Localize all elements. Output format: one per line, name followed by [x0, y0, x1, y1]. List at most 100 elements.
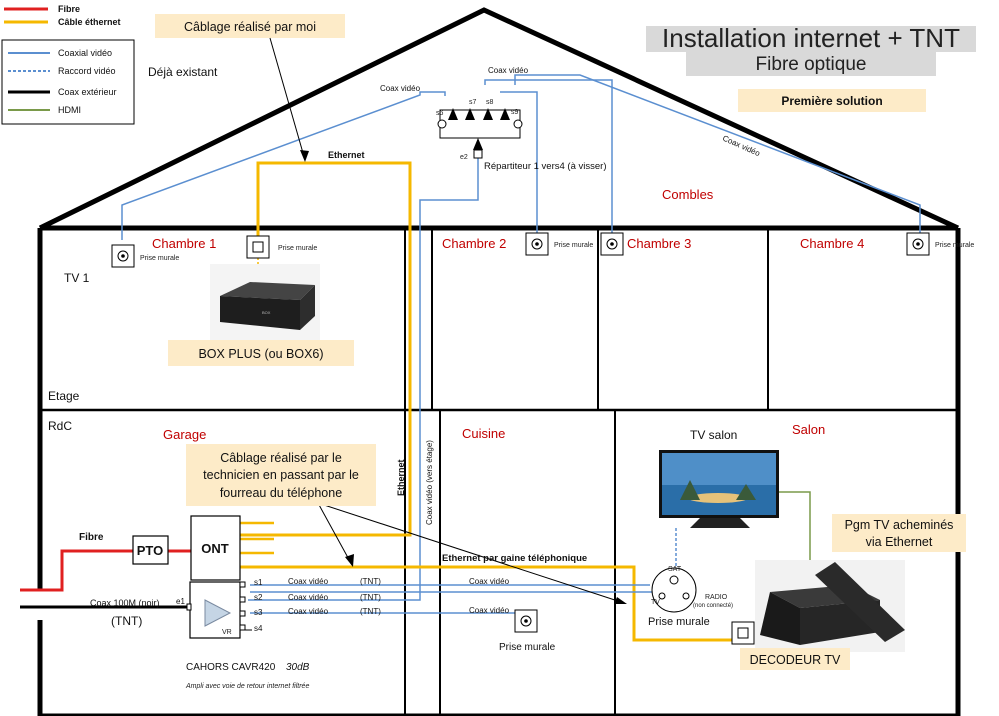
title-block: Installation internet + TNT Fibre optiqu… — [646, 23, 976, 112]
legend-fibre: Fibre — [58, 4, 80, 14]
room-chambre1: Chambre 1 — [152, 236, 216, 251]
svg-text:(TNT): (TNT) — [360, 607, 381, 616]
svg-text:Coax vidéo: Coax vidéo — [380, 84, 421, 93]
hdmi-cable — [778, 491, 811, 590]
prise-coax-cuisine: Prise murale — [499, 609, 556, 653]
svg-text:fourreau du téléphone: fourreau du téléphone — [220, 486, 342, 500]
svg-text:(TNT): (TNT) — [360, 593, 381, 602]
ampli-desc: Ampli avec voie de retour internet filtr… — [185, 683, 309, 690]
prise-coax-chambre3 — [600, 232, 624, 256]
svg-text:s8: s8 — [486, 99, 494, 106]
coax-100m-label: Coax 100M (noir) — [90, 598, 160, 608]
room-garage: Garage — [163, 427, 206, 442]
svg-text:BOX PLUS (ou BOX6): BOX PLUS (ou BOX6) — [198, 347, 323, 361]
tv-salon — [659, 450, 779, 528]
svg-text:(non connecté): (non connecté) — [693, 603, 733, 609]
legend-coax-ext: Coax extérieur — [58, 87, 117, 97]
svg-text:technicien en passant par le: technicien en passant par le — [203, 468, 359, 482]
tnt-label: (TNT) — [111, 614, 142, 628]
note-pgm-tv: Pgm TV acheminés via Ethernet — [832, 514, 966, 552]
svg-text:s1: s1 — [254, 578, 263, 587]
svg-text:via Ethernet: via Ethernet — [866, 535, 933, 549]
decodeur-label: DECODEUR TV — [740, 648, 850, 670]
legend-hdmi: HDMI — [58, 105, 81, 115]
coax-chambre1 — [121, 91, 446, 240]
pto-box: PTO — [132, 535, 169, 565]
prise-ethernet-salon — [731, 621, 755, 645]
svg-text:VR: VR — [222, 629, 232, 636]
prise-coax-chambre4: Prise murale — [906, 232, 974, 256]
svg-text:Prise murale: Prise murale — [554, 242, 593, 249]
svg-text:Prise murale: Prise murale — [935, 242, 974, 249]
legend: Fibre Câble éthernet Coaxial vidéo Racco… — [1, 4, 135, 125]
solution-label: Première solution — [781, 94, 882, 108]
svg-text:s4: s4 — [254, 624, 263, 633]
room-chambre2: Chambre 2 — [442, 236, 506, 251]
ampli-gain: 30dB — [286, 662, 310, 673]
ampli-cahors: VR e1 s1 s2 s3 s4 — [176, 578, 263, 639]
room-chambre4: Chambre 4 — [800, 236, 864, 251]
legend-coax: Coaxial vidéo — [58, 48, 112, 58]
prise-coax-chambre2: Prise murale — [525, 232, 593, 256]
prise-murale-salon: Prise murale — [648, 616, 710, 628]
svg-text:Coax vidéo: Coax vidéo — [469, 577, 510, 586]
repartiteur-label: Répartiteur 1 vers4 (à visser) — [484, 161, 606, 172]
ont-box: ONT — [190, 515, 241, 581]
repartiteur: s6 s7 s8 s9 e2 Répartiteur 1 vers4 (à vi… — [436, 99, 606, 172]
svg-text:Coax vidéo (vers étage): Coax vidéo (vers étage) — [425, 440, 434, 525]
room-cuisine: Cuisine — [462, 426, 505, 441]
ethernet-salon — [240, 565, 732, 642]
room-chambre3: Chambre 3 — [627, 236, 691, 251]
decodeur-tv — [755, 560, 905, 652]
coax-chambre3 — [484, 79, 613, 240]
ethernet-gaine-label: Ethernet par gaine téléphonique — [442, 553, 587, 564]
ampli-model: CAHORS CAVR420 — [186, 662, 276, 673]
floor-etage: Etage — [48, 389, 80, 403]
legend-raccord: Raccord vidéo — [58, 66, 116, 76]
box-plus-device: BOX — [210, 264, 320, 340]
svg-text:RADIO: RADIO — [705, 594, 728, 601]
svg-text:s6: s6 — [436, 110, 444, 117]
prise-ethernet-chambre1: Prise murale — [246, 235, 317, 259]
svg-text:e2: e2 — [460, 154, 468, 161]
coax-chambre4 — [514, 74, 921, 238]
page-subtitle: Fibre optique — [756, 54, 867, 75]
coax-chambre2 — [500, 91, 538, 240]
note-cablage-moi: Câblage réalisé par moi — [155, 14, 345, 38]
svg-text:s9: s9 — [511, 109, 519, 116]
room-combles: Combles — [662, 187, 714, 202]
note-deja-existant: Déjà existant — [148, 65, 218, 79]
svg-text:s3: s3 — [254, 608, 263, 617]
svg-text:Coax vidéo: Coax vidéo — [288, 607, 329, 616]
svg-text:s2: s2 — [254, 593, 263, 602]
svg-text:Pgm TV acheminés: Pgm TV acheminés — [845, 518, 954, 532]
fibre-label: Fibre — [79, 532, 104, 543]
svg-text:TV: TV — [651, 599, 660, 606]
tv-salon-label: TV salon — [690, 428, 737, 442]
svg-text:ONT: ONT — [201, 541, 229, 556]
svg-text:Câblage réalisé par le: Câblage réalisé par le — [220, 451, 342, 465]
svg-text:Coax vidéo: Coax vidéo — [488, 66, 529, 75]
floor-rdc: RdC — [48, 419, 72, 433]
svg-text:Câblage réalisé par moi: Câblage réalisé par moi — [184, 20, 316, 34]
svg-text:BOX: BOX — [262, 310, 271, 315]
svg-text:Coax vidéo: Coax vidéo — [288, 577, 329, 586]
svg-text:(TNT): (TNT) — [360, 577, 381, 586]
svg-text:Prise murale: Prise murale — [278, 245, 317, 252]
svg-text:Prise murale: Prise murale — [499, 642, 556, 653]
page-title: Installation internet + TNT — [662, 23, 960, 53]
room-salon: Salon — [792, 422, 825, 437]
svg-text:Coax vidéo: Coax vidéo — [469, 606, 510, 615]
legend-ethernet: Câble éthernet — [58, 17, 121, 27]
svg-text:Ethernet: Ethernet — [328, 150, 365, 160]
box-plus-label: BOX PLUS (ou BOX6) — [168, 340, 354, 366]
svg-text:SAT: SAT — [668, 566, 682, 573]
svg-text:s7: s7 — [469, 99, 477, 106]
svg-text:Ethernet: Ethernet — [396, 459, 406, 496]
ethernet-chambre1 — [256, 161, 412, 530]
coax-vers-etage — [248, 150, 479, 601]
svg-text:DECODEUR TV: DECODEUR TV — [750, 653, 841, 667]
note-cablage-technicien: Câblage réalisé par le technicien en pas… — [186, 444, 376, 506]
prise-tv-sat-radio: SAT TV RADIO (non connecté) — [651, 566, 733, 613]
